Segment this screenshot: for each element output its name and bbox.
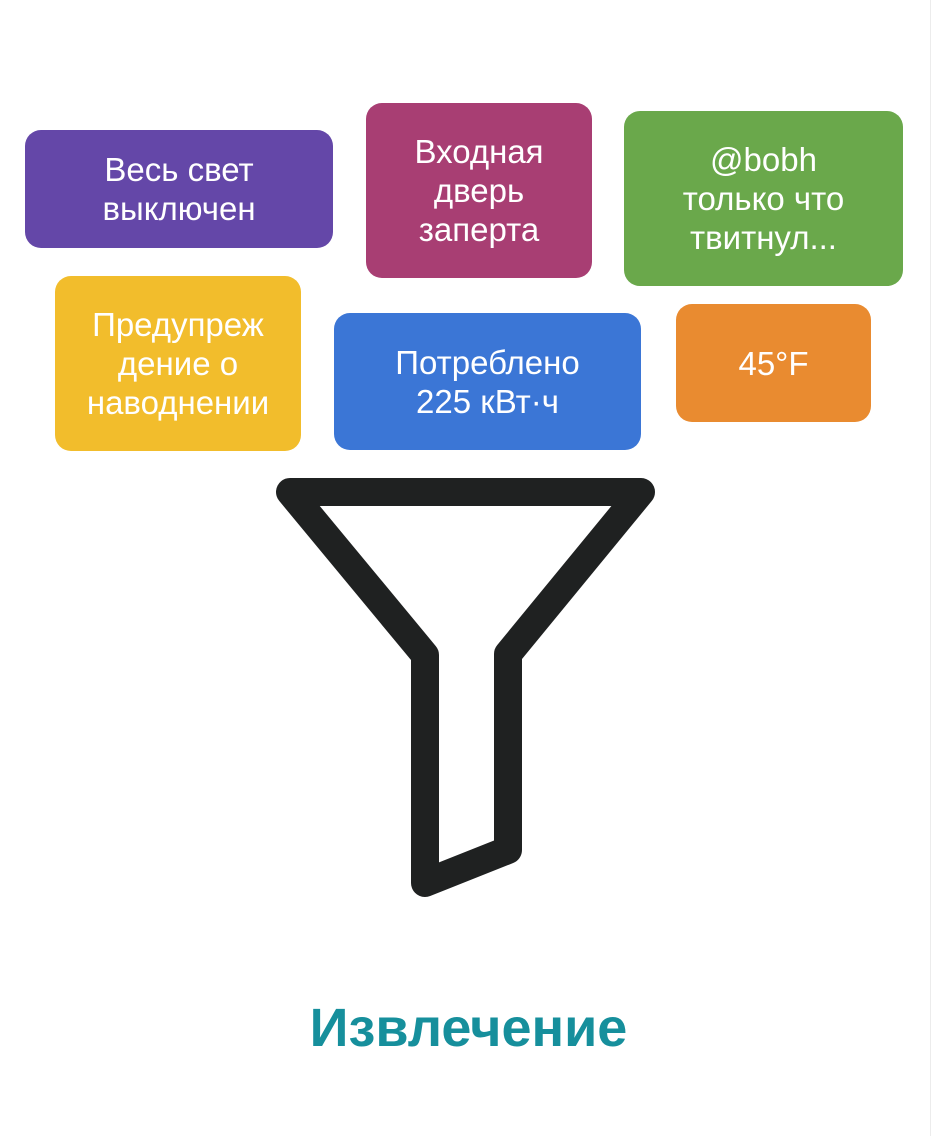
event-card-tweet: @bobh только что твитнул... bbox=[624, 111, 903, 286]
right-edge-divider bbox=[930, 0, 931, 1136]
event-card-flood-warning: Предупреж дение о наводнении bbox=[55, 276, 301, 451]
event-card-temperature: 45°F bbox=[676, 304, 871, 422]
event-card-energy-usage: Потреблено 225 кВт·ч bbox=[334, 313, 641, 450]
event-card-lights-off: Весь свет выключен bbox=[25, 130, 333, 248]
caption-extraction: Извлечение bbox=[309, 998, 628, 1058]
event-card-door-locked: Входная дверь заперта bbox=[366, 103, 592, 278]
